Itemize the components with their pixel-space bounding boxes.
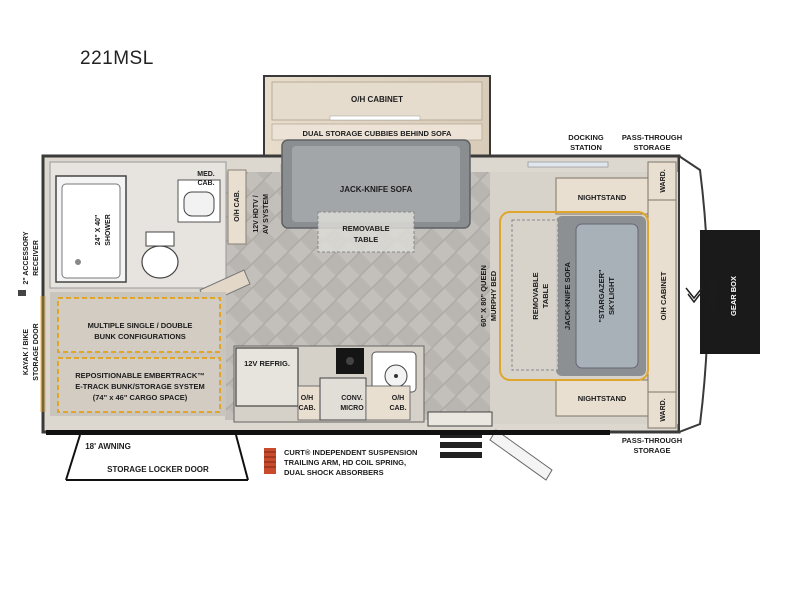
oh-cab-right-label: O/H [392, 395, 404, 402]
kayak-door [40, 296, 46, 412]
svg-text:WARD.: WARD. [660, 169, 667, 192]
svg-text:MULTIPLE SINGLE / DOUBLE: MULTIPLE SINGLE / DOUBLE [88, 321, 193, 330]
svg-text:REMOVABLE: REMOVABLE [342, 224, 389, 233]
svg-text:WARD.: WARD. [660, 398, 667, 421]
oh-cabinet-top-label: O/H CABINET [351, 95, 403, 104]
svg-text:24" X 40": 24" X 40" [95, 215, 102, 246]
med-cab-label-2: CAB. [197, 180, 214, 187]
svg-text:SKYLIGHT: SKYLIGHT [607, 277, 616, 315]
svg-text:SHOWER: SHOWER [105, 214, 112, 246]
wardrobe-bottom [647, 391, 677, 429]
brand-label: EMBER [708, 280, 718, 313]
svg-text:REMOVABLE: REMOVABLE [531, 272, 540, 319]
removable-table-bed: REMOVABLE TABLE [511, 219, 559, 371]
suspension-label-2: TRAILING ARM, HD COIL SPRING, [284, 458, 406, 467]
jackknife-sofa-main: JACK-KNIFE SOFA [281, 139, 471, 229]
accessory-receiver-label-2: RECEIVER [33, 240, 40, 276]
murphy-bed [499, 211, 649, 381]
gear-box-label: GEAR BOX [729, 276, 738, 316]
awning-label: 18' AWNING [85, 442, 131, 451]
passthrough-top-label: PASS-THROUGH [622, 133, 682, 142]
passthrough-top-label-2: STORAGE [634, 143, 671, 152]
svg-text:(74" x 46" CARGO SPACE): (74" x 46" CARGO SPACE) [93, 393, 188, 402]
coil-spring-icon [264, 448, 276, 474]
toilet [141, 245, 179, 279]
refrigerator [235, 347, 299, 407]
wardrobe-top [647, 161, 677, 201]
hdtv-label: 12V HDTV / [253, 195, 260, 232]
svg-text:TABLE: TABLE [354, 235, 378, 244]
kayak-door-label: KAYAK / BIKE [23, 329, 30, 375]
kitchen: 12V REFRIG. [233, 345, 425, 423]
svg-text:REPOSITIONABLE EMBERTRACK™: REPOSITIONABLE EMBERTRACK™ [75, 371, 205, 380]
docking-station-label-2: STATION [570, 143, 602, 152]
med-cab-label: MED. [197, 171, 215, 178]
awning-bar [46, 430, 610, 435]
svg-text:O/H CAB.: O/H CAB. [234, 190, 241, 222]
hdtv-label-2: AV SYSTEM [263, 194, 270, 234]
accessory-receiver-label: 2" ACCESSORY [23, 231, 30, 284]
window-top-right [527, 161, 609, 168]
bunk-storage-area: MULTIPLE SINGLE / DOUBLE BUNK CONFIGURAT… [50, 292, 226, 416]
docking-station-label: DOCKING [568, 133, 604, 142]
oh-cab-left-label: O/H [301, 395, 313, 402]
oh-cab-right-label-2: CAB. [389, 405, 406, 412]
svg-text:"STARGAZER": "STARGAZER" [597, 269, 606, 323]
murphy-bed-label: 60" X 80" QUEEN [479, 265, 488, 327]
suspension-label-3: DUAL SHOCK ABSORBERS [284, 468, 384, 477]
conv-micro-label: CONV. [341, 395, 363, 402]
svg-text:NIGHTSTAND: NIGHTSTAND [578, 394, 627, 403]
svg-text:E-TRACK BUNK/STORAGE SYSTEM: E-TRACK BUNK/STORAGE SYSTEM [75, 382, 204, 391]
dual-storage-label: DUAL STORAGE CUBBIES BEHIND SOFA [303, 129, 452, 138]
passthrough-bottom-label-2: STORAGE [634, 446, 671, 455]
model-title: 221MSL [80, 48, 154, 69]
oh-cab-left-label-2: CAB. [298, 405, 315, 412]
svg-text:O/H CABINET: O/H CABINET [659, 271, 668, 320]
suspension-label: CURT® INDEPENDENT SUSPENSION [284, 448, 417, 457]
oh-cabinet-top [271, 81, 483, 121]
svg-text:BUNK CONFIGURATIONS: BUNK CONFIGURATIONS [94, 332, 186, 341]
conv-micro-label-2: MICRO [340, 405, 364, 412]
kayak-door-label-2: STORAGE DOOR [33, 323, 40, 380]
storage-locker-label: STORAGE LOCKER DOOR [107, 465, 209, 474]
svg-text:12V REFRIG.: 12V REFRIG. [244, 359, 290, 368]
oh-cab-vertical [227, 169, 247, 245]
jackknife-sofa-bed: JACK-KNIFE SOFA "STARGAZER" SKYLIGHT [556, 216, 646, 376]
removable-table-main: REMOVABLE TABLE [317, 211, 415, 253]
brand-logo-icon [685, 287, 703, 304]
bathroom: 24" X 40" SHOWER [49, 161, 227, 289]
svg-text:JACK-KNIFE SOFA: JACK-KNIFE SOFA [340, 185, 413, 194]
svg-text:NIGHTSTAND: NIGHTSTAND [578, 193, 627, 202]
svg-text:TABLE: TABLE [541, 284, 550, 308]
passthrough-bottom-label: PASS-THROUGH [622, 436, 682, 445]
nightstand-top [555, 177, 649, 215]
convection-microwave [319, 377, 367, 421]
oh-cabinet-right [647, 199, 677, 393]
murphy-bed-label-2: MURPHY BED [489, 270, 498, 321]
svg-text:JACK-KNIFE SOFA: JACK-KNIFE SOFA [563, 261, 572, 330]
